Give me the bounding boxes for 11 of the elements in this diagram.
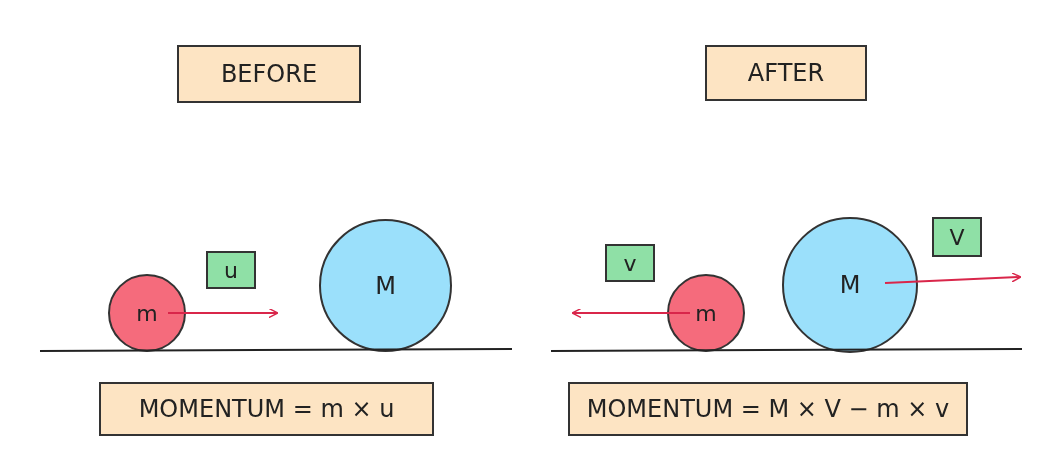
velocity-label: V: [932, 217, 982, 257]
large-ball: M: [319, 219, 452, 352]
velocity-label: u: [206, 251, 256, 289]
small-ball: m: [667, 274, 745, 352]
small-ball: m: [108, 274, 186, 352]
equation-box: MOMENTUM = M × V − m × v: [568, 382, 968, 436]
velocity-label: v: [605, 244, 655, 282]
equation-box: MOMENTUM = m × u: [99, 382, 434, 436]
heading-box: AFTER: [705, 45, 867, 101]
large-ball: M: [782, 217, 918, 353]
heading-box: BEFORE: [177, 45, 361, 103]
